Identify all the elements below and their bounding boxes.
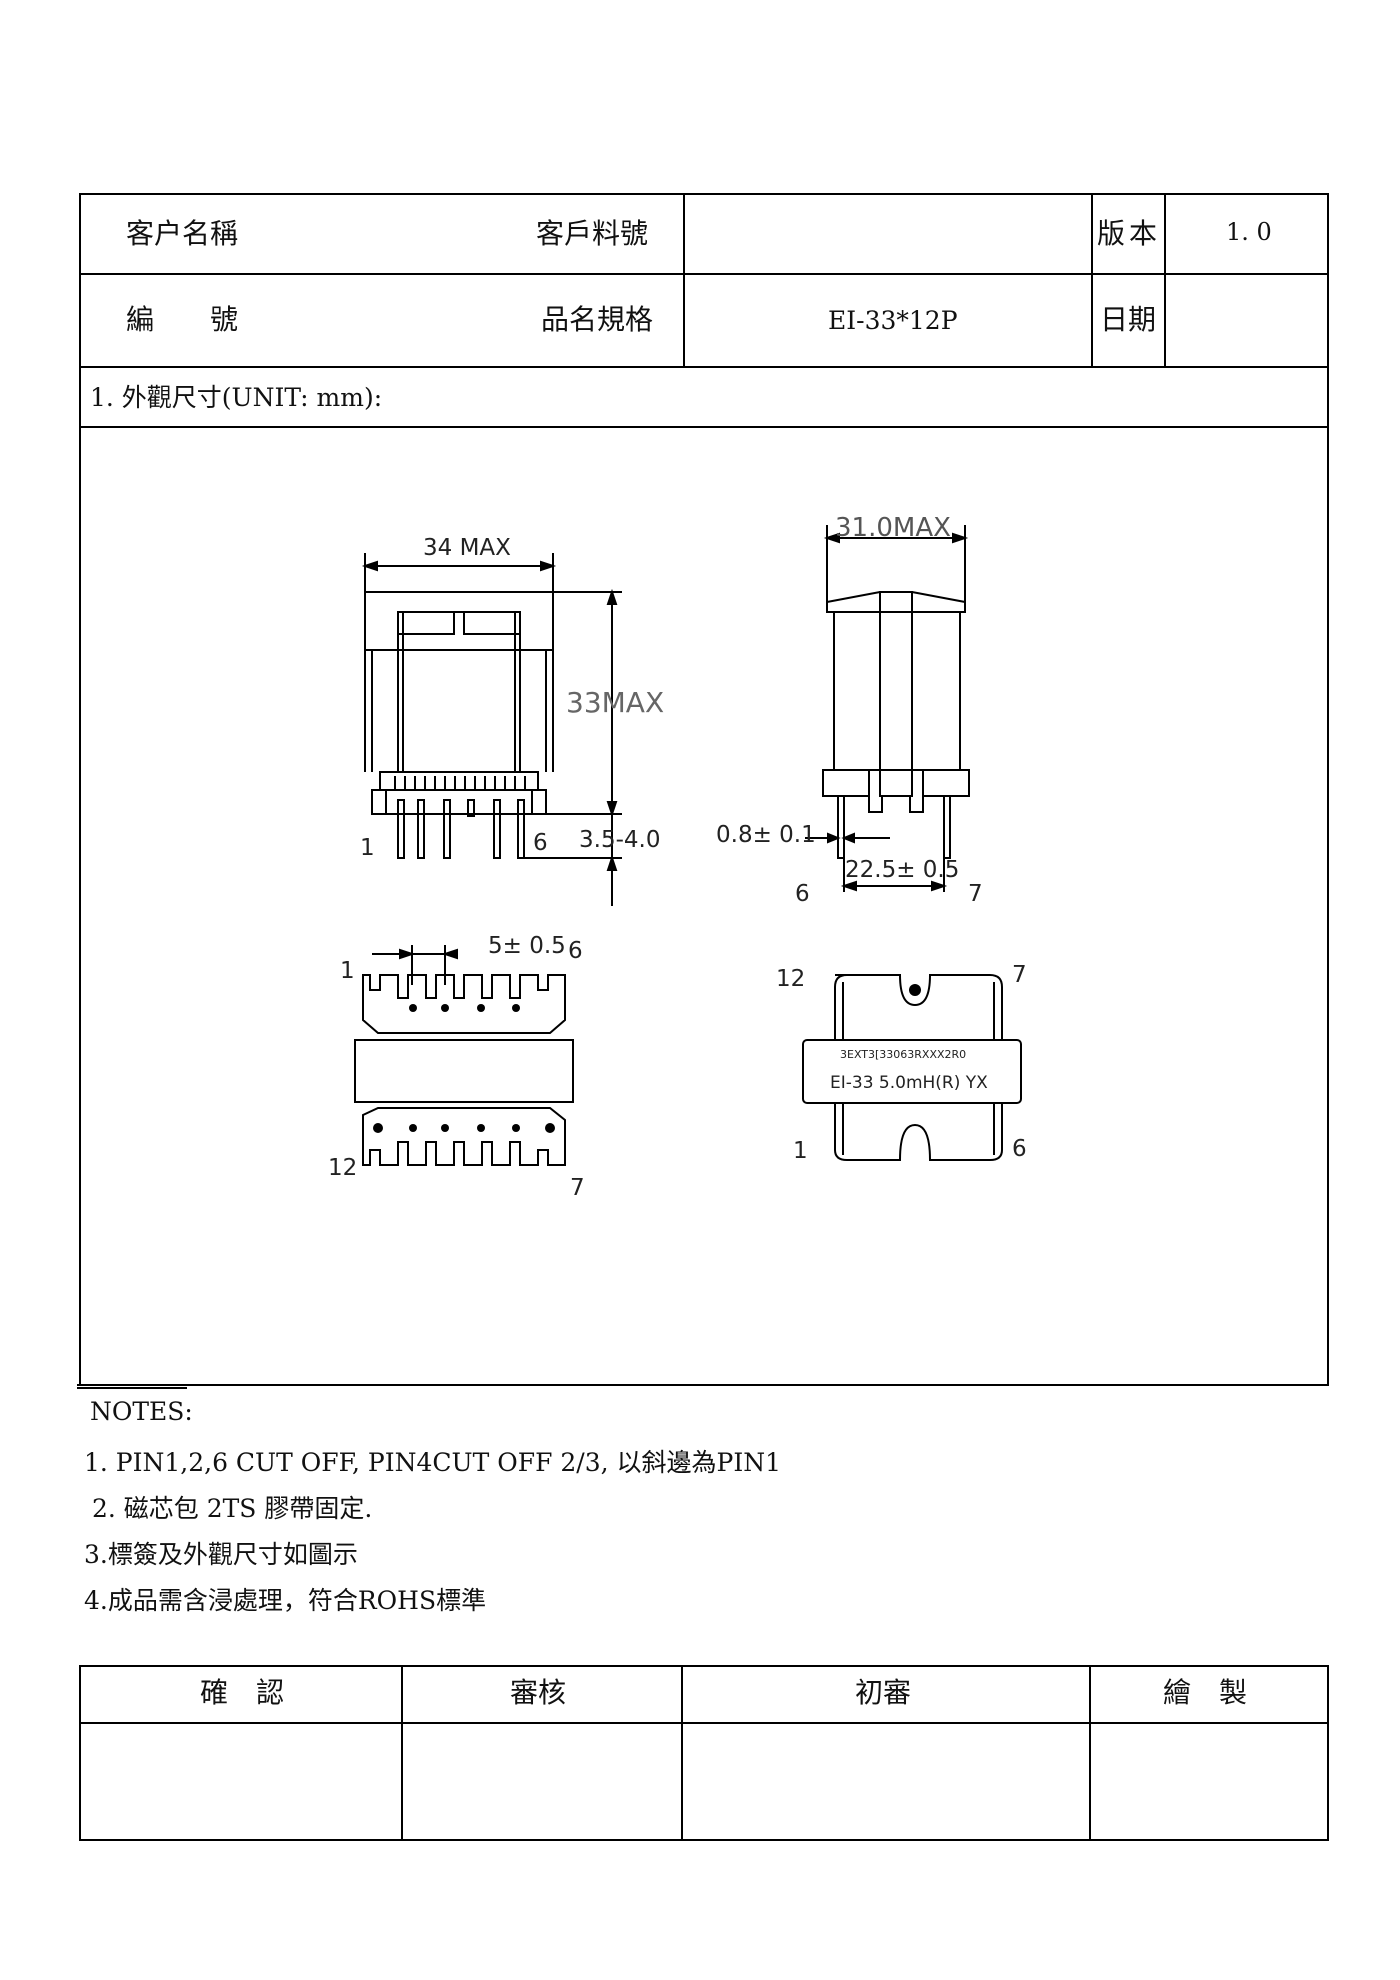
bottom-pin-1: 1: [340, 958, 355, 984]
version-label: 版本: [1097, 217, 1162, 250]
bottom-pitch-label: 5± 0.5: [488, 933, 566, 959]
front-height-label: 33MAX: [566, 686, 664, 719]
section-title: 1. 外觀尺寸(UNIT: mm):: [90, 383, 383, 412]
note-3: 3.標簽及外觀尺寸如圖示: [84, 1540, 358, 1569]
spec-label: 品名規格: [541, 303, 654, 336]
top-pin-6: 6: [1012, 1136, 1027, 1162]
signoff-review-label: 審核: [510, 1676, 567, 1709]
top-label-line1: 3EXT3[33063RXXX2R0: [840, 1048, 966, 1061]
side-width-label: 31.0MAX: [835, 513, 951, 543]
note-4: 4.成品需含浸處理，符合ROHS標準: [84, 1586, 487, 1615]
top-label-line2: EI-33 5.0mH(R) YX: [830, 1073, 988, 1093]
bottom-pin-12: 12: [328, 1155, 357, 1181]
signoff-first-review-label: 初審: [855, 1676, 912, 1709]
bottom-pin-7: 7: [570, 1175, 585, 1201]
side-pin-dia-label: 0.8± 0.1: [716, 822, 816, 848]
front-pin-1: 1: [360, 835, 375, 861]
customer-part-label: 客戶料號: [536, 217, 649, 250]
top-pin-12: 12: [776, 966, 805, 992]
signoff-drawn-label: 繪 製: [1163, 1676, 1248, 1709]
bottom-view: [354, 945, 574, 1166]
top-pin-1: 1: [793, 1138, 808, 1164]
side-pitch-label: 22.5± 0.5: [845, 857, 959, 883]
notes-title: NOTES:: [90, 1397, 193, 1426]
front-pin-6: 6: [533, 830, 548, 856]
side-pin-7: 7: [968, 881, 983, 907]
note-1: 1. PIN1,2,6 CUT OFF, PIN4CUT OFF 2/3, 以斜…: [84, 1448, 781, 1477]
spec-value: EI-33*12P: [828, 306, 958, 335]
side-pin-6: 6: [795, 881, 810, 907]
signoff-confirm-label: 確 認: [200, 1676, 285, 1709]
technical-drawing: 34 MAX 33MAX 3.5-4.0 1 6 31.0MAX 0.8± 0.…: [328, 513, 1027, 1201]
top-view: [802, 974, 1022, 1161]
date-label: 日期: [1100, 303, 1157, 336]
number-label: 編 號: [126, 303, 239, 336]
note-2: 2. 磁芯包 2TS 膠帶固定.: [84, 1494, 373, 1523]
top-pin-7: 7: [1012, 962, 1027, 988]
version-value: 1. 0: [1226, 218, 1272, 246]
customer-name-label: 客户名稱: [126, 217, 239, 250]
front-width-label: 34 MAX: [423, 535, 511, 561]
bottom-pin-6: 6: [568, 938, 583, 964]
front-pin-length-label: 3.5-4.0: [579, 827, 660, 853]
front-view: [361, 553, 622, 906]
side-view: [805, 525, 970, 892]
